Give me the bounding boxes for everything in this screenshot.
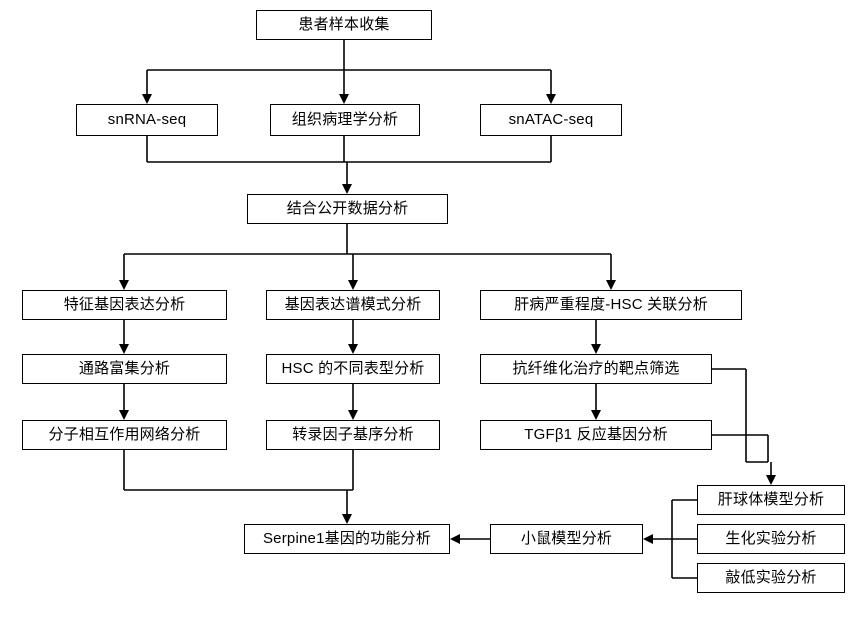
node-molecular-interaction-network[interactable]: 分子相互作用网络分析 xyxy=(22,420,227,450)
node-public-data-integration[interactable]: 结合公开数据分析 xyxy=(247,194,448,224)
node-liver-spheroid-model[interactable]: 肝球体模型分析 xyxy=(697,485,845,515)
node-hsc-phenotypes[interactable]: HSC 的不同表型分析 xyxy=(266,354,440,384)
node-expression-pattern-analysis[interactable]: 基因表达谱模式分析 xyxy=(266,290,440,320)
node-signature-gene-expression[interactable]: 特征基因表达分析 xyxy=(22,290,227,320)
node-pathway-enrichment[interactable]: 通路富集分析 xyxy=(22,354,227,384)
node-snatac-seq[interactable]: snATAC-seq xyxy=(480,104,622,136)
node-biochemical-assay[interactable]: 生化实验分析 xyxy=(697,524,845,554)
node-antifibrotic-target-screening[interactable]: 抗纤维化治疗的靶点筛选 xyxy=(480,354,712,384)
node-serpine1-functional-analysis[interactable]: Serpine1基因的功能分析 xyxy=(244,524,450,554)
node-disease-severity-hsc-association[interactable]: 肝病严重程度-HSC 关联分析 xyxy=(480,290,742,320)
node-tf-motif-analysis[interactable]: 转录因子基序分析 xyxy=(266,420,440,450)
node-knockdown-assay[interactable]: 敲低实验分析 xyxy=(697,563,845,593)
node-patient-sample-collection[interactable]: 患者样本收集 xyxy=(256,10,432,40)
node-histopathology-analysis[interactable]: 组织病理学分析 xyxy=(270,104,420,136)
node-snrna-seq[interactable]: snRNA-seq xyxy=(76,104,218,136)
node-mouse-model-analysis[interactable]: 小鼠模型分析 xyxy=(490,524,643,554)
node-tgfb1-response-genes[interactable]: TGFβ1 反应基因分析 xyxy=(480,420,712,450)
